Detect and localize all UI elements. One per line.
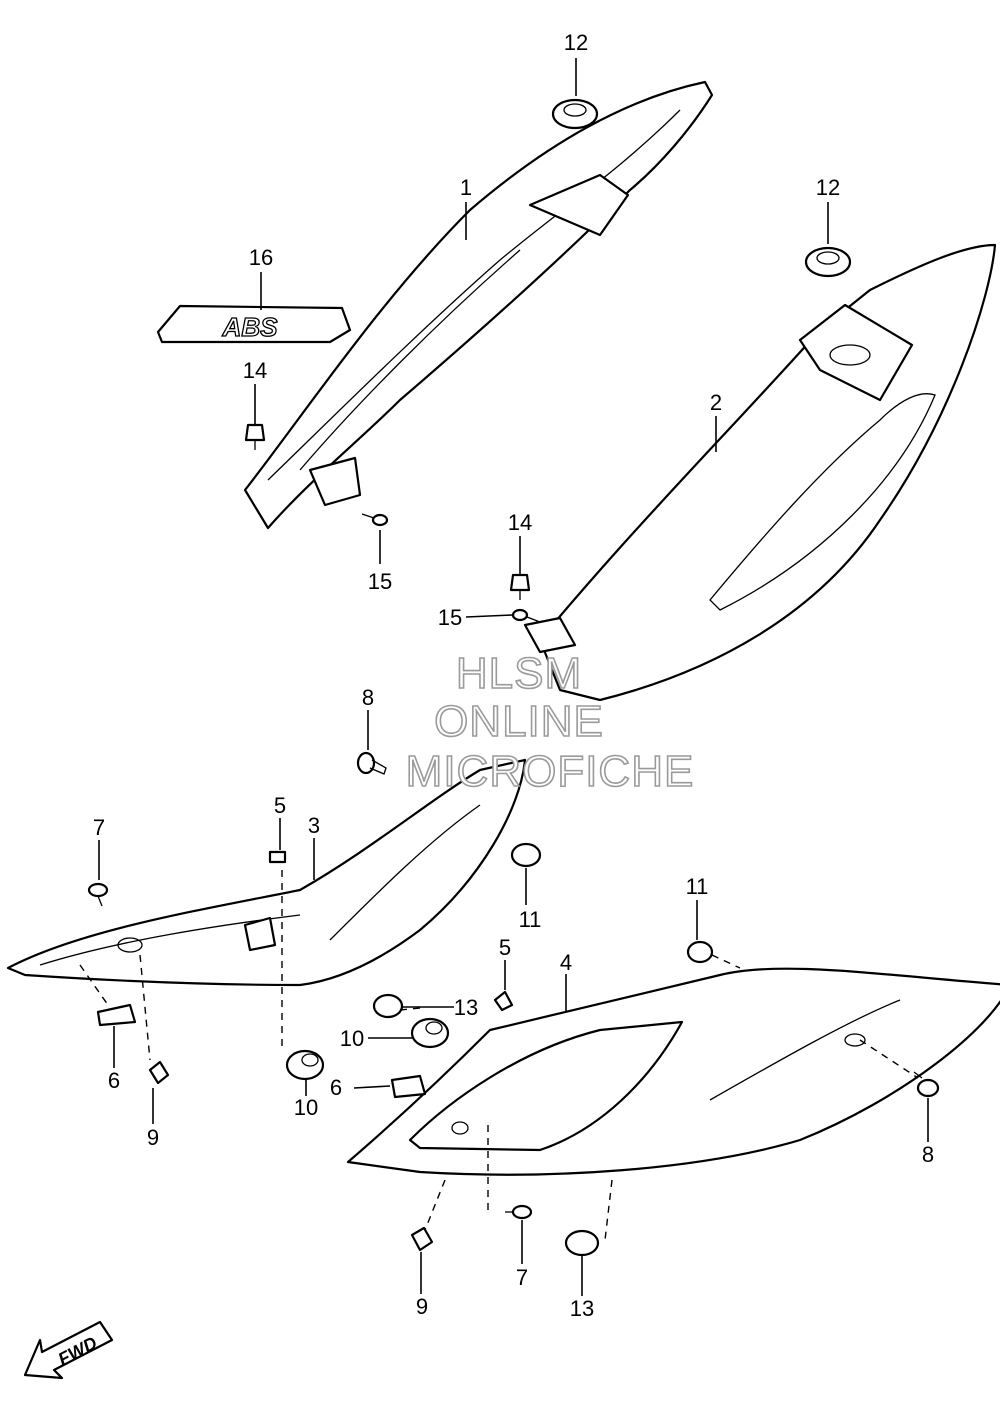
part-12-grommet-lower: [804, 246, 852, 278]
callout-6-left: 6: [108, 1068, 120, 1093]
part-5-clip-right: [493, 990, 514, 1012]
part-2-frame-cover: [523, 243, 997, 702]
part-8-bolt-right: [913, 1071, 940, 1098]
callout-5-left: 5: [274, 793, 286, 818]
callout-7-left: 7: [93, 815, 105, 840]
part-12-grommet-upper: [551, 98, 599, 130]
part-8-bolt-left: [356, 751, 387, 775]
part-13-spacer-left: [372, 993, 404, 1019]
part-1-frame-cover: [243, 80, 714, 530]
callout-7-right: 7: [516, 1265, 528, 1290]
part-15-screw-lower: [511, 608, 541, 623]
watermark: HLSM ONLINE MICROFICHE: [405, 648, 695, 797]
part-6-pad-right: [390, 1074, 427, 1099]
assembly-lines: [79, 870, 919, 1241]
part-9-nut-clip-left: [148, 1060, 170, 1085]
callout-12-lower: 12: [816, 175, 840, 200]
part-13-spacer-right: [564, 1229, 600, 1257]
part-4-side-cover: [346, 967, 1000, 1176]
part-10-cushion-right: [410, 1017, 450, 1049]
callout-13-left: 13: [454, 995, 478, 1020]
callout-10-left: 10: [294, 1095, 318, 1120]
part-5-clip-left: [268, 850, 287, 864]
callout-5-right: 5: [499, 935, 511, 960]
callout-15-lower: 15: [438, 605, 462, 630]
fwd-arrow-icon: FWD: [23, 1320, 114, 1380]
part-10-cushion-left: [285, 1049, 325, 1081]
callout-4: 4: [560, 950, 572, 975]
callout-16: 16: [249, 245, 273, 270]
part-14-clip-upper: [244, 423, 266, 450]
callout-14-lower: 14: [508, 510, 532, 535]
callout-numbers: 12 1 12 16 14 2 14 15 15 8 5 3 7 11 11 5…: [93, 30, 934, 1321]
callout-9-right: 9: [416, 1294, 428, 1319]
watermark-line-1: HLSM: [456, 649, 582, 698]
callout-8-right: 8: [922, 1142, 934, 1167]
part-15-screw-upper: [361, 513, 389, 527]
callout-10-right: 10: [340, 1026, 364, 1051]
part-7-screw-right: [505, 1204, 533, 1220]
callout-8-left: 8: [362, 685, 374, 710]
callout-14-upper: 14: [243, 358, 267, 383]
part-6-pad-left: [96, 1003, 137, 1027]
callout-12-upper: 12: [564, 30, 588, 55]
watermark-line-3: MICROFICHE: [406, 747, 695, 796]
callout-11-left: 11: [519, 907, 542, 932]
watermark-line-2: ONLINE: [434, 697, 604, 746]
part-9-nut-clip-right: [410, 1226, 434, 1252]
callout-6-right: 6: [330, 1075, 342, 1100]
callout-11-right: 11: [686, 874, 709, 899]
part-11-cushion-right: [686, 940, 714, 964]
callout-15-upper: 15: [368, 569, 392, 594]
callout-13-right: 13: [570, 1296, 594, 1321]
part-7-screw-left: [87, 882, 109, 907]
part-14-clip-lower: [509, 573, 531, 600]
part-11-cushion-left: [510, 842, 542, 868]
callout-3: 3: [308, 813, 320, 838]
callout-1: 1: [460, 175, 472, 200]
part-3-side-cover: [6, 758, 527, 987]
leader-lines: [98, 58, 929, 1296]
callout-9-left: 9: [147, 1125, 159, 1150]
abs-emblem-text: ABS: [222, 312, 279, 342]
part-16-abs-emblem: ABS: [156, 304, 352, 344]
callout-2: 2: [710, 390, 722, 415]
